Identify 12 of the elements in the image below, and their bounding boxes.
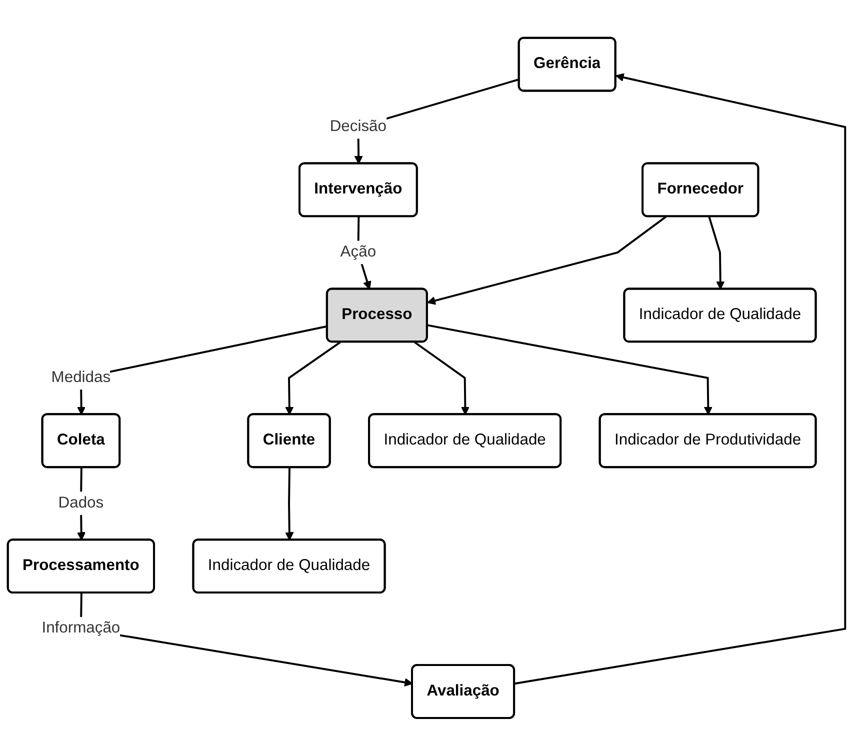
arrow bbox=[414, 341, 470, 416]
arrow bbox=[427, 324, 712, 416]
edge-label: Ação bbox=[340, 244, 376, 260]
edge-label: Decisão bbox=[330, 118, 387, 135]
edge-label: Dados bbox=[58, 494, 104, 512]
arrow bbox=[514, 73, 846, 685]
arrow bbox=[285, 468, 294, 541]
edge-label: Informação bbox=[42, 620, 120, 637]
arrow bbox=[427, 216, 667, 305]
arrow bbox=[708, 216, 725, 290]
arrow bbox=[285, 341, 341, 416]
edge-label: Medidas bbox=[51, 369, 111, 386]
